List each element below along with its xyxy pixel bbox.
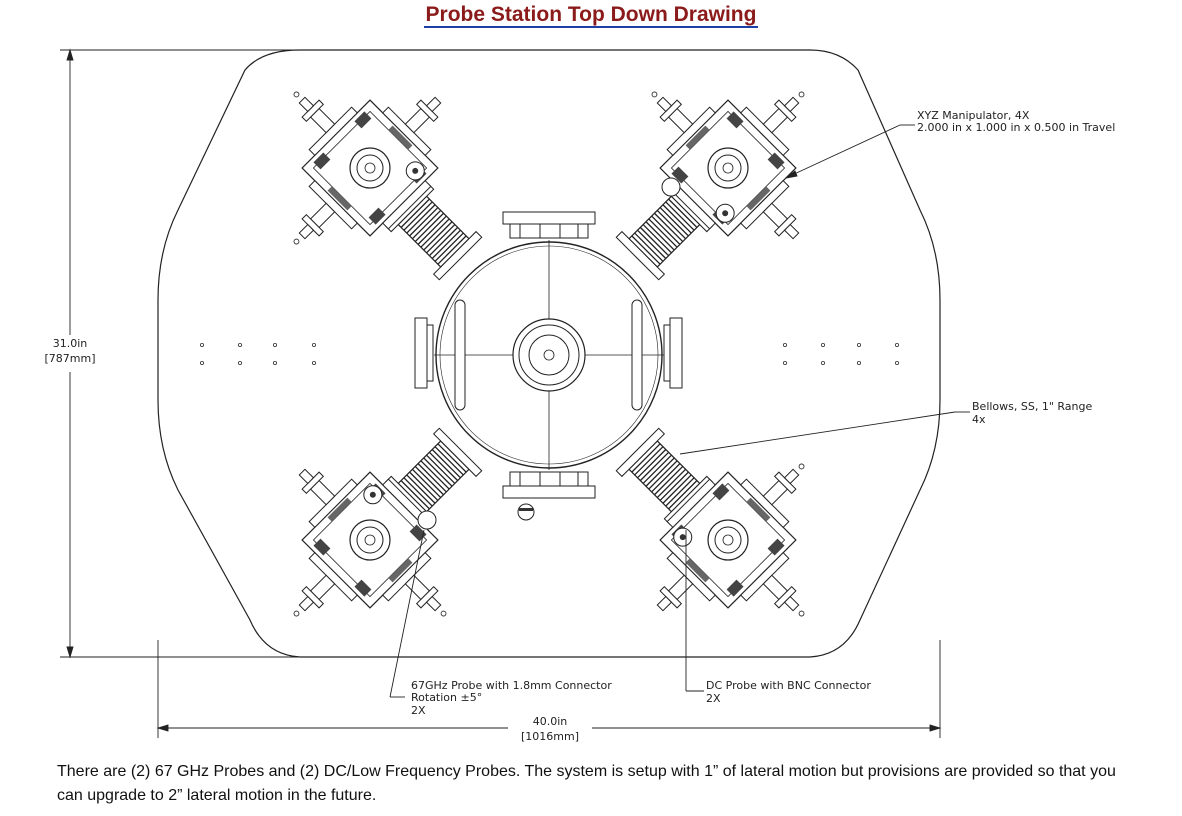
caption-text: There are (2) 67 GHz Probes and (2) DC/L… bbox=[57, 763, 1116, 804]
mounting-holes-left bbox=[199, 342, 316, 365]
height-dimension-in: 31.0in bbox=[53, 337, 88, 350]
dc-probe-callout-line1: DC Probe with BNC Connector bbox=[706, 679, 871, 692]
manipulator-callout-leader bbox=[785, 124, 915, 179]
vacuum-chamber bbox=[414, 211, 683, 521]
bellows-callout-line1: Bellows, SS, 1" Range bbox=[972, 400, 1092, 413]
width-dimension bbox=[156, 640, 942, 738]
height-dimension-mm: [787mm] bbox=[44, 352, 95, 365]
height-dimension bbox=[60, 48, 300, 659]
rf-probe-connector bbox=[417, 510, 437, 530]
drawing-title-text: Probe Station Top Down Drawing bbox=[423, 3, 759, 28]
bellows-callout-line2: 4x bbox=[972, 413, 986, 426]
rf-probe-callout-line1: 67GHz Probe with 1.8mm Connector bbox=[411, 679, 612, 692]
manipulator-callout-line1: XYZ Manipulator, 4X bbox=[917, 109, 1030, 122]
dc-probe-callout-leader bbox=[685, 530, 704, 692]
width-dimension-mm: [1016mm] bbox=[521, 730, 579, 743]
rf-probe-callout-leader bbox=[389, 529, 425, 698]
drawing-title: Probe Station Top Down Drawing bbox=[0, 3, 1182, 28]
width-dimension-in: 40.0in bbox=[533, 715, 568, 728]
bellows-callout-leader bbox=[679, 411, 970, 455]
probe-station-drawing: 31.0in [787mm] 40.0in [1016mm] XYZ Manip… bbox=[44, 16, 1115, 743]
dc-probe-callout-line2: 2X bbox=[706, 692, 721, 705]
rf-probe-callout-line2: Rotation ±5° bbox=[411, 691, 482, 704]
mounting-holes-right bbox=[783, 342, 900, 365]
rf-probe-callout-line3: 2X bbox=[411, 704, 426, 717]
manipulator-callout-line2: 2.000 in x 1.000 in x 0.500 in Travel bbox=[917, 121, 1115, 134]
rf-probe-connector bbox=[661, 177, 681, 197]
